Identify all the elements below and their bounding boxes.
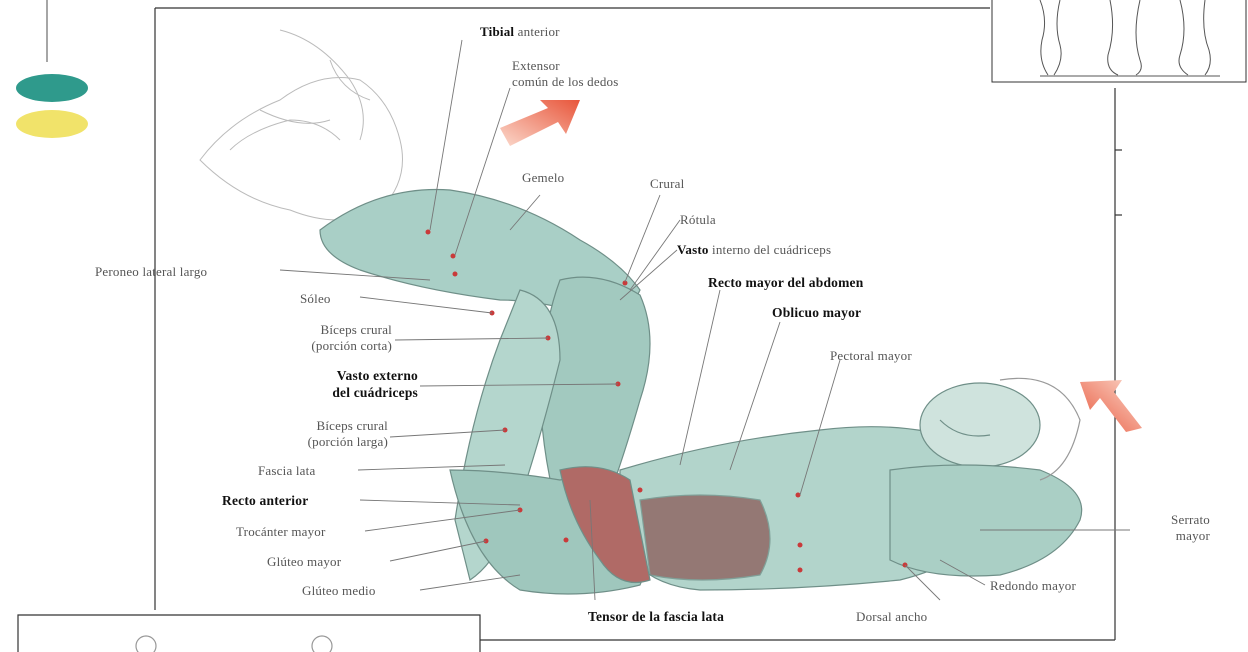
label-dorsal-ancho: Dorsal ancho [856, 609, 927, 624]
label-tensor: Tensor de la fascia lata [588, 609, 724, 624]
motion-arrow-legs [500, 100, 580, 146]
label-pectoral-mayor: Pectoral mayor [830, 348, 912, 363]
side-ticks [1115, 150, 1122, 215]
label-peroneo: Peroneo lateral largo [95, 264, 207, 279]
label-vasto-interno-bold: Vasto [677, 242, 709, 257]
label-extensor-1: Extensor [512, 58, 560, 73]
feet-sketch [200, 30, 403, 220]
label-vasto-interno-rest: interno del cuádriceps [712, 242, 831, 257]
label-recto-anterior: Recto anterior [222, 493, 308, 508]
label-tibial-rest: anterior [518, 24, 560, 39]
label-trocanter: Trocánter mayor [236, 524, 326, 539]
label-serrato-1: Serrato [1140, 512, 1210, 527]
teal-marker [16, 74, 88, 102]
label-vasto-externo-2: del cuádriceps [286, 385, 418, 400]
label-extensor-2: común de los dedos [512, 74, 619, 89]
label-biceps-corta-2: (porción corta) [284, 338, 392, 353]
label-tibial-bold: Tibial [480, 24, 514, 39]
label-crural: Crural [650, 176, 684, 191]
label-biceps-larga-2: (porción larga) [255, 434, 388, 449]
label-oblicuo-mayor: Oblicuo mayor [772, 305, 861, 320]
label-rotula: Rótula [680, 212, 716, 227]
label-redondo-mayor: Redondo mayor [990, 578, 1076, 593]
label-vasto-interno: Vasto interno del cuádriceps [677, 242, 831, 257]
thumbnail-box-bottom [18, 615, 480, 652]
label-tibial-anterior: Tibial anterior [480, 24, 560, 39]
label-vasto-externo-1: Vasto externo [286, 368, 418, 383]
label-gemelo: Gemelo [522, 170, 564, 185]
thumbnail-figures [992, 0, 1246, 82]
label-biceps-larga-1: Bíceps crural [262, 418, 388, 433]
motion-arrow-torso [1080, 380, 1142, 432]
label-recto-mayor: Recto mayor del abdomen [708, 275, 863, 290]
yellow-marker [16, 110, 88, 138]
label-biceps-corta-1: Bíceps crural [300, 322, 392, 337]
label-serrato-2: mayor [1140, 528, 1210, 543]
label-gluteo-medio: Glúteo medio [302, 583, 376, 598]
label-soleo: Sóleo [300, 291, 331, 306]
label-gluteo-mayor: Glúteo mayor [267, 554, 341, 569]
label-fascia-lata: Fascia lata [258, 463, 315, 478]
